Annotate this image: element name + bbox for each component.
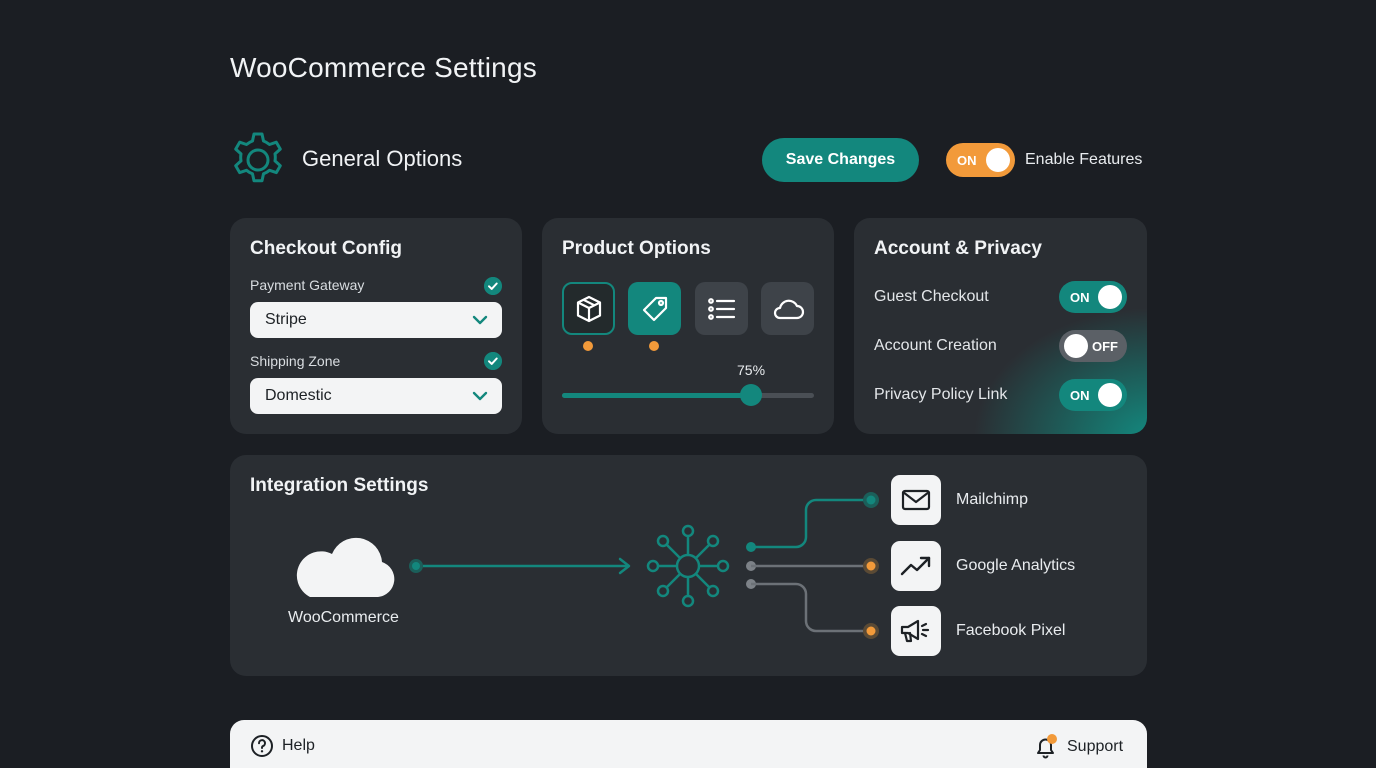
mailchimp-label: Mailchimp	[956, 491, 1029, 508]
slider-thumb[interactable]	[740, 384, 762, 406]
product-cloud-button[interactable]	[761, 282, 814, 335]
product-box-button[interactable]	[562, 282, 615, 335]
mail-icon	[901, 489, 931, 511]
indicator-dot	[583, 341, 593, 351]
megaphone-icon	[900, 619, 930, 643]
toggle-state-label: ON	[1070, 289, 1090, 305]
chevron-down-icon	[472, 391, 488, 401]
payment-gateway-value: Stripe	[265, 311, 307, 328]
enable-features-label: Enable Features	[1025, 151, 1143, 168]
help-link[interactable]: Help	[250, 734, 315, 758]
gear-icon	[234, 132, 282, 183]
enable-features-toggle[interactable]: ON	[946, 143, 1015, 177]
integration-settings-title: Integration Settings	[250, 475, 429, 496]
help-icon	[251, 735, 273, 757]
guest-checkout-toggle[interactable]: ON	[1059, 281, 1127, 313]
woocommerce-label: WooCommerce	[288, 609, 399, 626]
privacy-policy-link-toggle[interactable]: ON	[1059, 379, 1127, 411]
facebook-pixel-label: Facebook Pixel	[956, 622, 1066, 639]
checkout-config-title: Checkout Config	[250, 238, 402, 259]
shipping-zone-value: Domestic	[265, 387, 332, 404]
support-label: Support	[1067, 738, 1124, 755]
product-list-button[interactable]	[695, 282, 748, 335]
footer-bar: Help Support	[230, 720, 1147, 768]
section-title: General Options	[302, 146, 463, 171]
hub-icon	[646, 524, 730, 608]
shipping-zone-label: Shipping Zone	[250, 353, 341, 369]
account-creation-toggle[interactable]: OFF	[1059, 330, 1127, 362]
toggle-state-label: OFF	[1092, 338, 1118, 354]
tag-icon	[642, 296, 667, 321]
privacy-policy-link-label: Privacy Policy Link	[874, 386, 1008, 403]
notification-dot	[1047, 734, 1057, 744]
check-icon	[484, 277, 502, 295]
help-label: Help	[282, 737, 315, 754]
toggle-knob	[1064, 334, 1088, 358]
woocommerce-cloud-icon	[296, 537, 395, 597]
toggle-knob	[986, 148, 1010, 172]
google-analytics-button[interactable]	[891, 541, 941, 591]
product-slider[interactable]	[562, 384, 814, 406]
page-title: WooCommerce Settings	[230, 52, 537, 83]
product-tag-button[interactable]	[628, 282, 681, 335]
box-icon	[576, 295, 601, 322]
shipping-zone-select[interactable]: Domestic	[250, 378, 502, 414]
toggle-knob	[1098, 285, 1122, 309]
bell-icon	[1037, 734, 1057, 759]
google-analytics-label: Google Analytics	[956, 557, 1076, 574]
payment-gateway-select[interactable]: Stripe	[250, 302, 502, 338]
payment-gateway-label: Payment Gateway	[250, 277, 365, 293]
slider-fill	[562, 393, 751, 398]
save-changes-button[interactable]: Save Changes	[762, 138, 919, 182]
cloud-icon	[773, 299, 804, 319]
check-icon	[484, 352, 502, 370]
mailchimp-button[interactable]	[891, 475, 941, 525]
chevron-down-icon	[472, 315, 488, 325]
list-icon	[707, 297, 735, 320]
facebook-pixel-button[interactable]	[891, 606, 941, 656]
product-options-title: Product Options	[562, 238, 711, 259]
account-creation-label: Account Creation	[874, 337, 997, 354]
toggle-state-label: ON	[1070, 387, 1090, 403]
toggle-state-label: ON	[957, 152, 977, 168]
trend-icon	[900, 556, 931, 576]
indicator-dot	[649, 341, 659, 351]
guest-checkout-label: Guest Checkout	[874, 288, 989, 305]
account-privacy-title: Account & Privacy	[874, 238, 1042, 259]
support-link[interactable]: Support	[1033, 734, 1123, 760]
toggle-knob	[1098, 383, 1122, 407]
slider-value: 75%	[737, 362, 766, 378]
integration-flow-diagram	[296, 492, 879, 639]
